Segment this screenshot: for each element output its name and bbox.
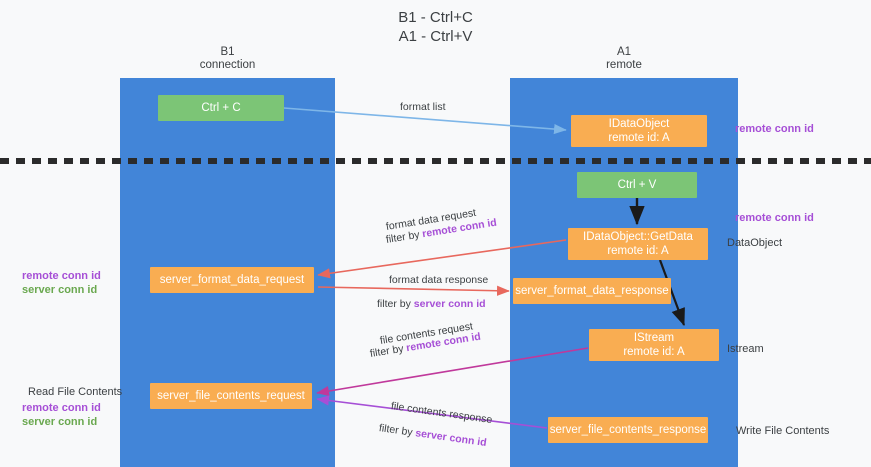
node-idataobject-title: IDataObject [608,118,670,130]
node-server-file-contents-response[interactable]: server_file_contents_response [548,417,708,443]
note-istream: Istream [727,343,764,355]
edge-label-file-contents-response: file contents response [390,400,493,427]
title-line-1: B1 - Ctrl+C [398,9,473,26]
filter-prefix: filter by [369,342,408,360]
section-divider [0,158,871,164]
node-istream-title: IStream [633,332,675,344]
note-remote-conn-id-mid: remote conn id [735,212,814,224]
note-dataobject: DataObject [727,237,783,249]
node-ctrl-v-label: Ctrl + V [617,179,657,191]
filter-key-server-conn-id: server conn id [413,298,486,310]
legend-server-conn-id-2: server conn id [22,416,98,428]
title-line-2: A1 - Ctrl+V [398,28,473,45]
node-ctrl-c-label: Ctrl + C [201,102,241,114]
edge-label-format-list: format list [400,101,446,113]
lane-a1-name: A1 [616,46,632,58]
lane-b1-header: B1 connection [120,46,335,72]
lane-a1-header: A1 remote [510,46,738,72]
node-server-format-data-response[interactable]: server_format_data_response [513,278,671,304]
node-idataobject-remote-id: remote id: A [608,132,670,144]
lane-b1-role: connection [199,59,256,71]
node-istream[interactable]: IStream remote id: A [589,329,719,361]
lane-a1-role: remote [606,59,642,71]
note-remote-conn-id-top: remote conn id [735,123,814,135]
node-server-file-contents-request[interactable]: server_file_contents_request [150,383,312,409]
node-idataobject[interactable]: IDataObject remote id: A [571,115,707,147]
node-idataobject-getdata[interactable]: IDataObject::GetData remote id: A [568,228,708,260]
edge-label-format-data-response-filter: filter by server conn id [377,297,486,311]
node-server-format-data-request-label: server_format_data_request [159,274,305,286]
node-server-format-data-response-label: server_format_data_response [515,285,669,297]
node-server-format-data-request[interactable]: server_format_data_request [150,267,314,293]
node-server-file-contents-request-label: server_file_contents_request [157,390,305,402]
edge-label-format-data-response: format data response [389,274,489,286]
node-server-file-contents-response-label: server_file_contents_response [549,424,707,436]
filter-prefix: filter by [378,422,417,440]
node-ctrl-c[interactable]: Ctrl + C [158,95,284,121]
legend-remote-conn-id-2: remote conn id [22,402,101,414]
note-write-file-contents: Write File Contents [736,425,830,437]
node-ctrl-v[interactable]: Ctrl + V [577,172,697,198]
node-getdata-remote-id: remote id: A [607,245,669,257]
legend-conn-ids-bottom: remote conn id server conn id [22,401,101,429]
legend-conn-ids-top: remote conn id server conn id [22,269,101,297]
filter-key-server-conn-id: server conn id [414,427,488,450]
legend-remote-conn-id: remote conn id [22,270,101,282]
page-title: B1 - Ctrl+C A1 - Ctrl+V [0,8,871,46]
legend-server-conn-id: server conn id [22,284,98,296]
edge-label-file-contents-response-filter: filter by server conn id [378,421,487,450]
node-getdata-title: IDataObject::GetData [583,231,693,243]
lane-b1-name: B1 [220,46,235,58]
node-istream-remote-id: remote id: A [623,346,685,358]
edge-format-data-response [317,285,510,296]
note-read-file-contents: Read File Contents [28,386,123,398]
filter-prefix: filter by [377,298,414,310]
